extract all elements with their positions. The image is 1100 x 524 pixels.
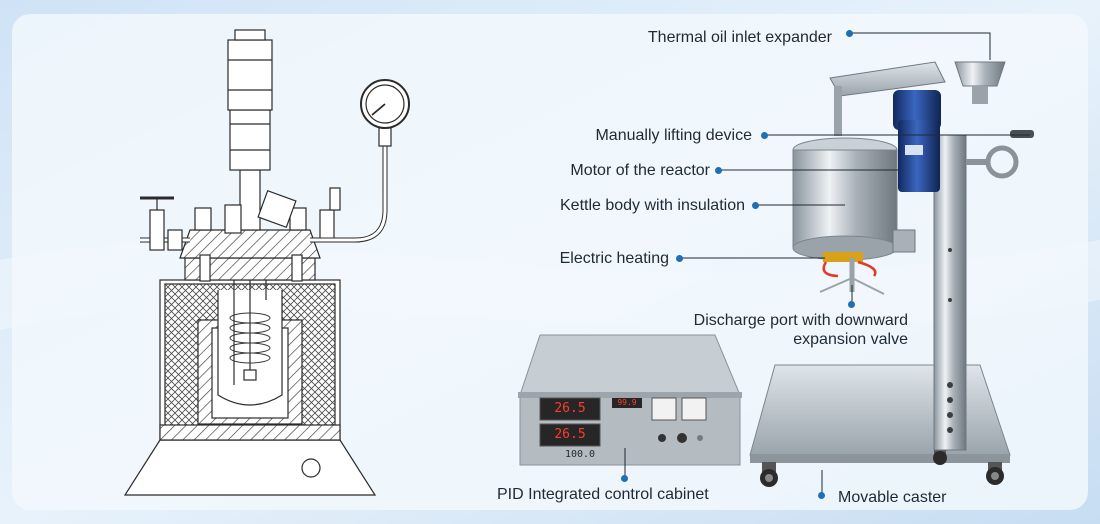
- label-pid-cabinet: PID Integrated control cabinet: [497, 486, 709, 503]
- controller-display-bottom: 26.5: [554, 427, 586, 442]
- leader-lines: [624, 32, 1030, 496]
- reactor-cross-section-drawing: [123, 29, 410, 496]
- label-movable-caster: Movable caster: [838, 489, 947, 506]
- pid-control-cabinet: [518, 334, 742, 466]
- callout-dot-electric-heating: [676, 255, 683, 262]
- heater-terminals: [822, 252, 877, 278]
- label-kettle-body: Kettle body with insulation: [560, 197, 745, 214]
- callout-dot-lifting-device: [761, 132, 768, 139]
- label-discharge-port-line1: Discharge port with downward: [693, 312, 908, 329]
- caster-wheels: [760, 446, 1004, 487]
- controller-display-mid: 100.0: [564, 449, 596, 460]
- controller-display-small: 99.9: [617, 398, 637, 407]
- callout-dot-kettle-body: [752, 202, 759, 209]
- controller-display-top: 26.5: [554, 401, 586, 416]
- label-manually-lifting-device: Manually lifting device: [595, 127, 752, 144]
- callout-dot-pid-cabinet: [621, 475, 628, 482]
- label-electric-heating: Electric heating: [559, 250, 669, 267]
- reactor-equipment-illustration: [749, 61, 1034, 487]
- callout-dot-movable-caster: [818, 492, 825, 499]
- callout-dot-thermal-oil: [846, 30, 853, 37]
- callout-dot-motor: [715, 167, 722, 174]
- callout-dot-discharge-port: [848, 301, 855, 308]
- label-thermal-oil-inlet-expander: Thermal oil inlet expander: [647, 29, 832, 46]
- label-motor-of-reactor: Motor of the reactor: [570, 162, 710, 179]
- label-discharge-port-line2: expansion valve: [793, 331, 908, 348]
